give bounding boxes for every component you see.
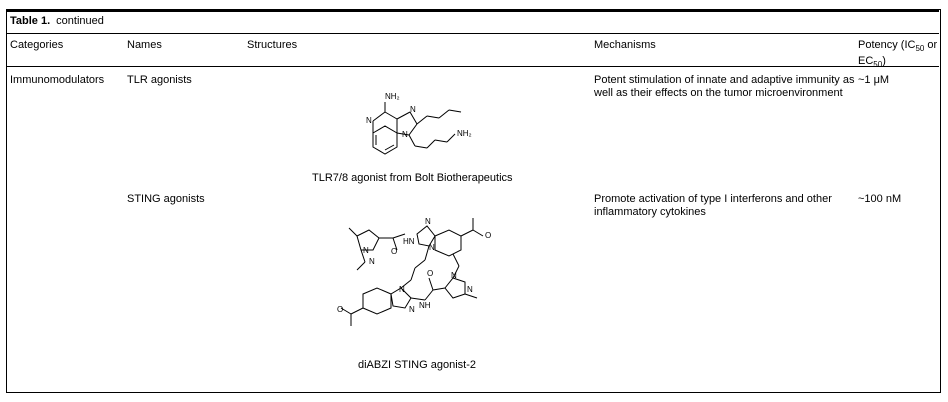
atom-label: O xyxy=(485,231,491,240)
row1-structure-caption: TLR7/8 agonist from Bolt Biotherapeutics xyxy=(312,172,513,184)
atom-label: N xyxy=(409,305,415,314)
table-frame xyxy=(6,9,941,393)
table-caption: Table 1. continued xyxy=(10,15,104,27)
atom-label: N xyxy=(425,217,431,226)
table-label: Table 1. xyxy=(10,15,51,27)
atom-label: O xyxy=(427,269,433,278)
row1-name: TLR agonists xyxy=(127,74,192,86)
header-names: Names xyxy=(127,39,162,51)
table-caption-text: continued xyxy=(56,15,104,27)
atom-label: O xyxy=(391,247,397,256)
atom-label: NH xyxy=(419,301,431,310)
row1-category: Immunomodulators xyxy=(10,74,105,86)
table-top-bar xyxy=(7,10,939,12)
atom-label: N xyxy=(369,257,375,266)
atom-label: N xyxy=(363,246,369,255)
atom-label: NH₂ xyxy=(385,92,400,101)
atom-label: NH₂ xyxy=(457,129,472,138)
header-mechanisms: Mechanisms xyxy=(594,39,656,51)
atom-label: N xyxy=(399,285,405,294)
row1-potency: ~1 μM xyxy=(858,74,890,86)
atom-label: N xyxy=(402,130,408,139)
row2-name: STING agonists xyxy=(127,193,205,205)
atom-label: HN xyxy=(403,237,415,246)
atom-label: N xyxy=(366,116,372,125)
atom-label: N xyxy=(467,285,473,294)
row1-mechanism: Potent stimulation of innate and adaptiv… xyxy=(594,74,855,99)
sting-agonist-structure: N N HN N N N N NH O O O O N N xyxy=(337,217,491,326)
atom-label: N xyxy=(410,105,416,114)
row2-mechanism: Promote activation of type I interferons… xyxy=(594,193,832,218)
atom-label: O xyxy=(337,305,343,314)
caption-rule xyxy=(7,33,939,34)
header-structures: Structures xyxy=(247,39,298,51)
atom-label: N xyxy=(451,271,457,280)
tlr-agonist-structure: NH₂ N N N NH₂ xyxy=(366,92,472,155)
header-rule xyxy=(7,66,939,67)
row2-structure-caption: diABZI STING agonist-2 xyxy=(358,359,476,371)
atom-label: N xyxy=(429,243,435,252)
header-categories: Categories xyxy=(10,39,64,51)
row2-potency: ~100 nM xyxy=(858,193,902,205)
header-potency: Potency (IC50 or EC50) xyxy=(858,39,938,69)
